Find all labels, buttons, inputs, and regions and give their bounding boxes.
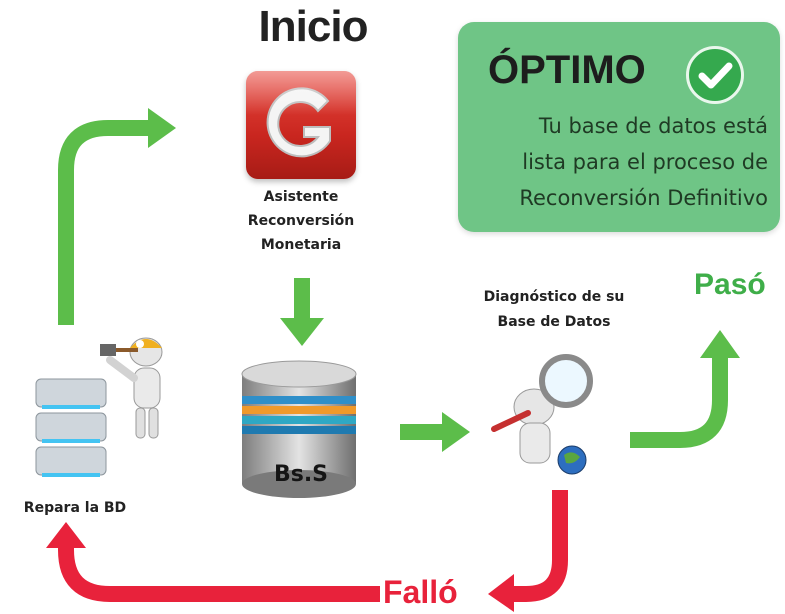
optimal-status-box: ÓPTIMO Tu base de datos está lista para … <box>458 22 780 232</box>
fail-arrow <box>488 490 568 612</box>
app-label-line2: Reconversión <box>247 213 355 229</box>
repair-label: Repara la BD <box>23 500 127 516</box>
status-message-line1: Tu base de datos está <box>538 114 768 138</box>
database-label: Bs.S <box>273 462 329 487</box>
database-icon <box>238 360 360 500</box>
pass-label: Pasó <box>694 268 766 301</box>
pass-arrow <box>630 330 740 448</box>
app-label-line1: Asistente <box>263 189 339 205</box>
worker-figure-icon <box>96 330 171 445</box>
diagnostic-label-line2: Base de Datos <box>497 314 611 330</box>
status-message-line3: Reconversión Definitivo <box>519 186 768 210</box>
optimal-status-title: ÓPTIMO <box>488 48 646 92</box>
fail-to-repair-arrow <box>46 522 380 602</box>
start-title: Inicio <box>258 2 369 51</box>
server-icon <box>30 375 125 485</box>
app-label-line3: Monetaria <box>260 237 342 253</box>
repair-to-start-arrow <box>58 108 176 325</box>
db-to-diagnostic-arrow <box>400 412 470 452</box>
diagnostic-label-line1: Diagnóstico de su <box>483 289 625 305</box>
magnifier-figure-icon <box>488 345 608 480</box>
fail-label: Falló <box>383 574 458 610</box>
g-logo-icon <box>246 71 356 179</box>
check-circle-icon <box>686 46 744 104</box>
app-to-db-arrow <box>280 278 324 346</box>
status-message-line2: lista para el proceso de <box>522 150 768 174</box>
